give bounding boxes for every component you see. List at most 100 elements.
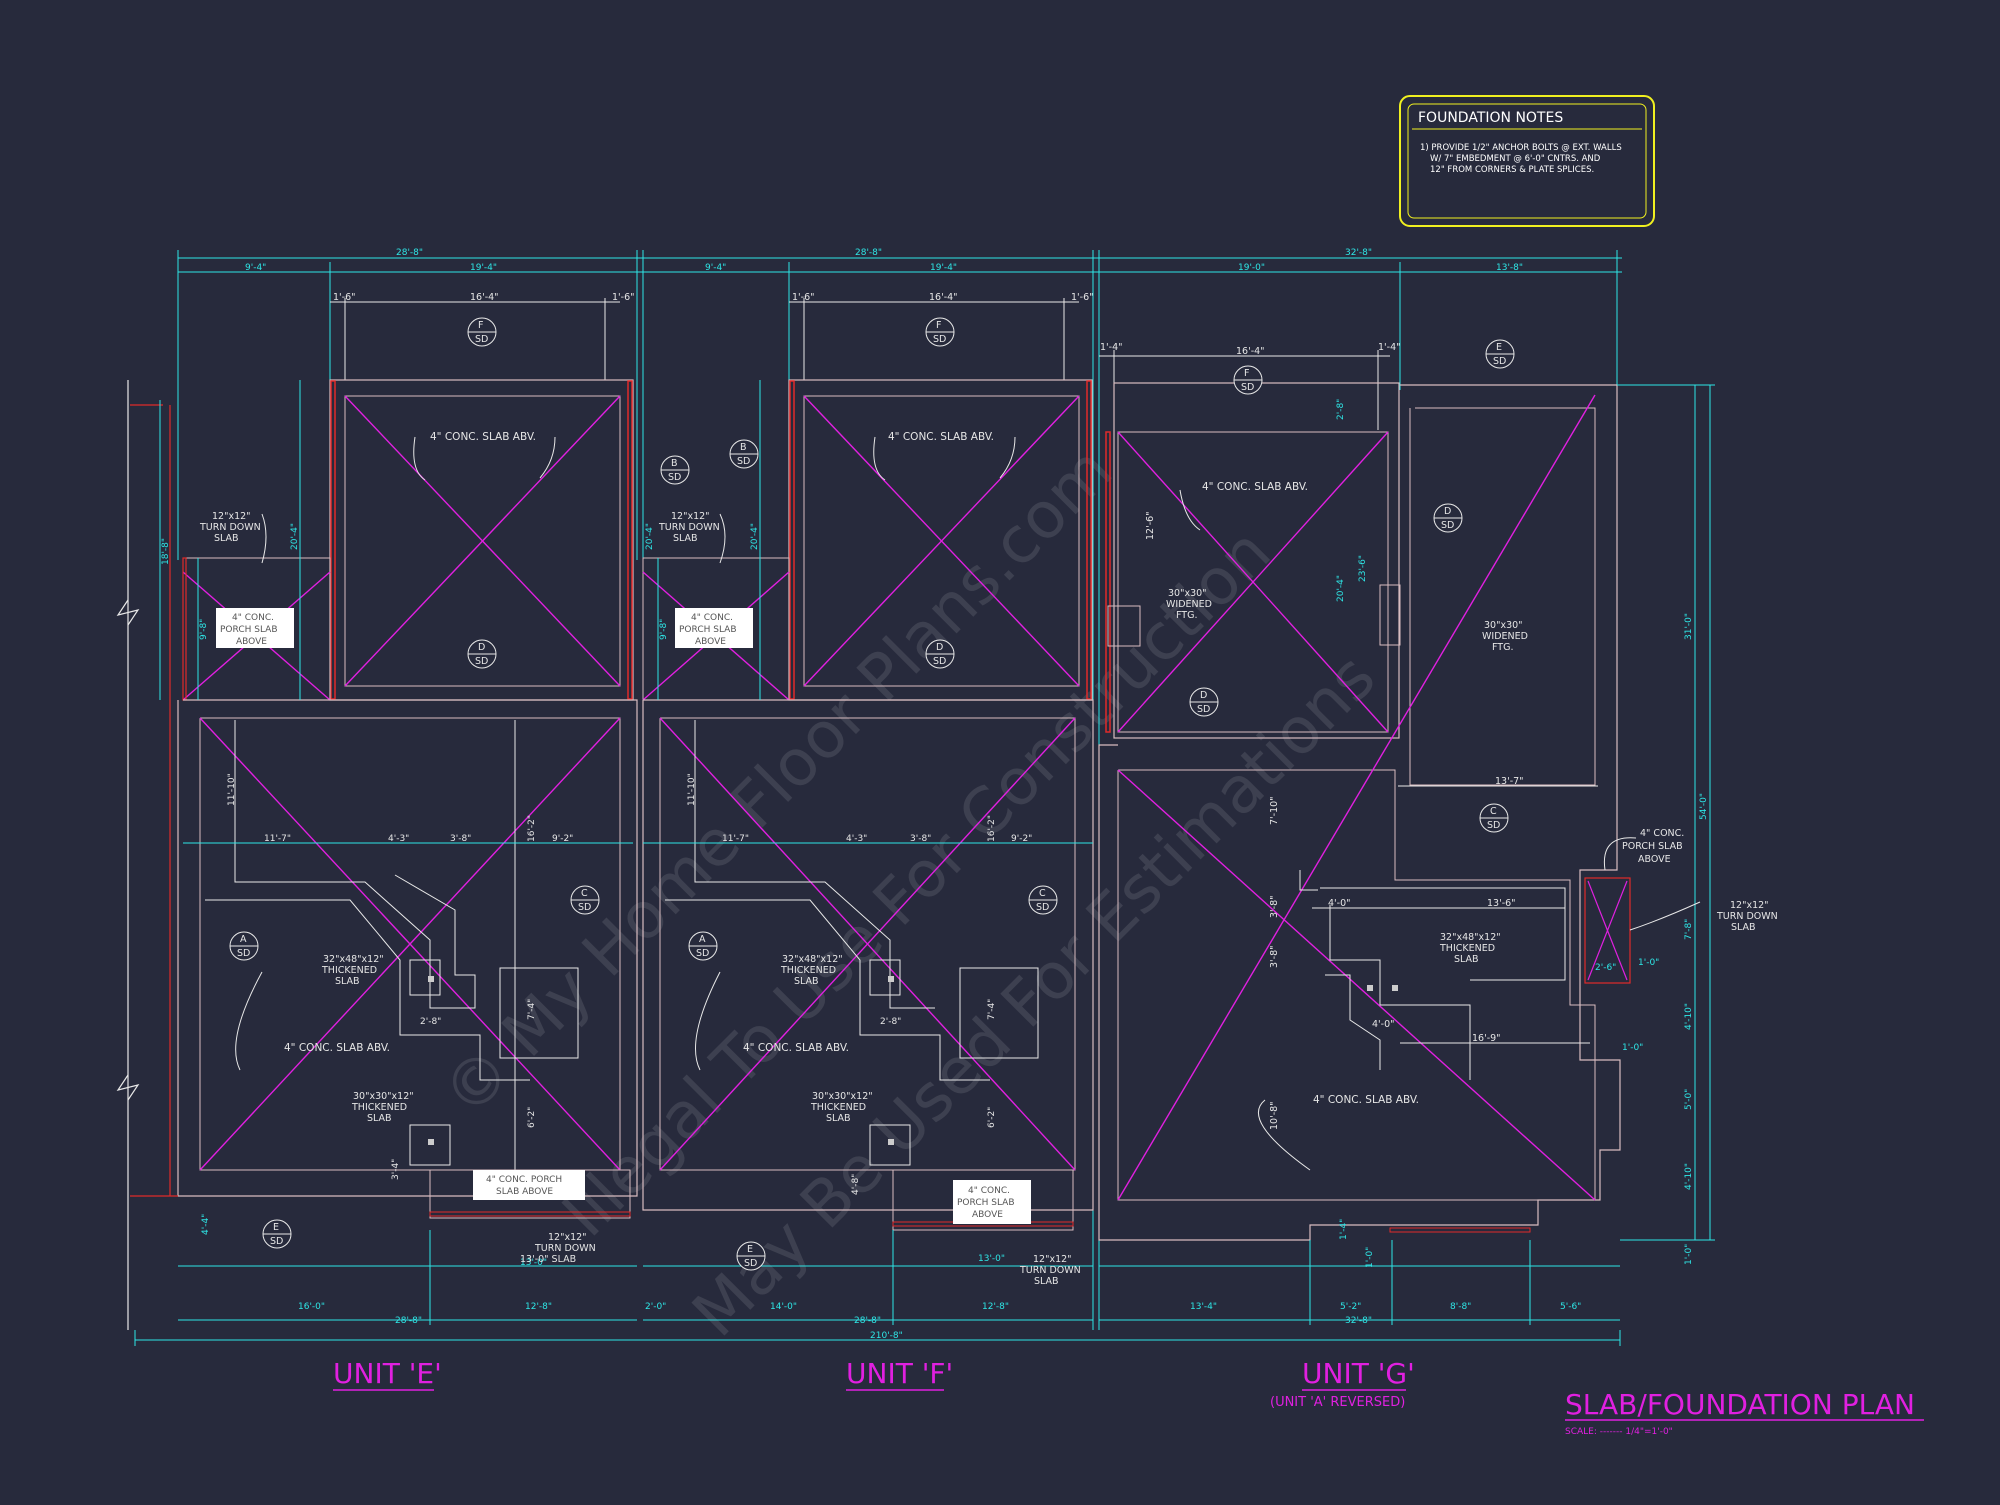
dim-small-13-0-e: 13'-0" — [520, 1258, 547, 1268]
section-tag-d-sd-2: DSD — [925, 639, 955, 669]
plan-title: SLAB/FOUNDATION PLAN — [1565, 1388, 1915, 1421]
dim-f-left-3b: 20'-4" — [645, 523, 655, 550]
svg-text:D: D — [936, 642, 943, 653]
e-garage-slab-label: 4" CONC. SLAB ABV. — [430, 431, 536, 443]
dim-top-e-total: 28'-8" — [396, 248, 423, 258]
g-garage-x-2 — [1117, 431, 1389, 733]
f-post-1 — [888, 976, 894, 982]
foundation-notes-box: FOUNDATION NOTES 1) PROVIDE 1/2" ANCHOR … — [1399, 95, 1655, 227]
dim-small-2-8-f: 2'-8" — [880, 1017, 901, 1027]
e-garage-inner — [344, 395, 621, 687]
section-tag-a-sd-2: ASD — [688, 931, 718, 961]
dim-f-left-2: 9'-8" — [659, 619, 669, 640]
e-thick-slab-2 — [409, 1124, 451, 1166]
e-thick-slab-1 — [409, 959, 441, 996]
section-tag-c-sd-3: C SD — [1479, 803, 1509, 833]
dim-mid-f-1: 11'-7" — [722, 834, 749, 844]
g-interior-4 — [1325, 974, 1381, 1070]
g-house-outline — [1098, 384, 1621, 1241]
dim-small-2-8-e: 2'-8" — [420, 1017, 441, 1027]
leader-6 — [719, 513, 726, 564]
e-bot-turndown-1: 12"x12" — [548, 1232, 587, 1243]
section-tag-d-sd-4: DSD — [1189, 687, 1219, 717]
svg-text:E: E — [1496, 342, 1502, 353]
svg-text:C: C — [1490, 806, 1497, 817]
dim-f-left-7: 6'-2" — [987, 1107, 997, 1128]
g-widened-ftg-left — [1107, 605, 1141, 647]
g-thick32-line-3: SLAB — [1454, 954, 1479, 965]
dim-bot-e-1: 16'-0" — [298, 1302, 325, 1312]
svg-text:D: D — [1200, 690, 1207, 701]
f-interior-footing-2 — [665, 899, 990, 1081]
f-turndown-line-1: 12"x12" — [671, 511, 710, 522]
f-garage-footing-left — [789, 380, 795, 700]
dim-f-sub-b: 16'-4" — [929, 292, 958, 303]
f-interior-footing-1 — [694, 720, 935, 1009]
dim-small-4-8-f: 4'-8" — [851, 1174, 861, 1195]
g-post-1 — [1367, 985, 1373, 991]
g-widened-ftg-right — [1379, 584, 1401, 646]
dim-bot-g-2: 5'-2" — [1340, 1302, 1361, 1312]
dim-top-e-b: 19'-4" — [470, 263, 497, 273]
f-thick-slab-2 — [869, 1124, 911, 1166]
dim-left-7: 6'-2" — [527, 1107, 537, 1128]
leader-9 — [1179, 489, 1201, 531]
leader-3 — [873, 436, 886, 481]
g-porch-label-1: 4" CONC. — [1640, 828, 1684, 839]
notes-line-3: 12" FROM CORNERS & PLATE SPLICES. — [1430, 165, 1594, 175]
leader-12 — [1603, 837, 1637, 871]
e-garage-x-2 — [344, 395, 621, 687]
f-thick32-line-1: 32"x48"x12" — [782, 954, 843, 965]
f-front-porch-label-1: 4" CONC. — [968, 1186, 1010, 1196]
dim-small-3-4-e: 3'-4" — [391, 1159, 401, 1180]
section-tag-e-sd-3: ESD — [1485, 339, 1515, 369]
leader-10 — [1257, 1099, 1311, 1171]
e-front-porch-footing — [429, 1211, 631, 1217]
e-post-2 — [428, 1139, 434, 1145]
dim-small-13-0-f: 13'-0" — [978, 1254, 1005, 1264]
g-house-slab-label: 4" CONC. SLAB ABV. — [1313, 1094, 1419, 1106]
svg-text:SD: SD — [744, 1258, 757, 1269]
dim-g-v2: 3'-8" — [1269, 896, 1280, 919]
dim-right-c: 4'-10" — [1684, 1003, 1694, 1030]
g-house-x-1 — [1117, 769, 1596, 1201]
f-garage-x-2 — [803, 395, 1080, 687]
dim-g-sub-a: 1'-4" — [1100, 342, 1123, 353]
dim-bot-g-3: 8'-8" — [1450, 1302, 1471, 1312]
leader-4 — [999, 436, 1016, 479]
g-house-x-2 — [1117, 394, 1596, 1201]
break-mark-lower — [116, 1074, 140, 1101]
svg-text:SD: SD — [696, 948, 709, 959]
svg-text:F: F — [1244, 368, 1249, 379]
f-house-x-2 — [659, 717, 1076, 1171]
dim-mid-f-2: 4'-3" — [846, 834, 867, 844]
dim-right-small-b: 1'-0" — [1638, 958, 1659, 968]
annotations: 4" CONC. SLAB ABV. 4" CONC. SLAB ABV. 4"… — [199, 431, 1778, 1287]
svg-text:SD: SD — [1441, 520, 1454, 531]
break-mark-upper — [116, 599, 140, 626]
e-porch-footing — [182, 557, 187, 701]
dim-g-inner-1: 13'-7" — [1495, 776, 1524, 787]
dim-top-e-a: 9'-4" — [245, 263, 266, 273]
dim-bot-f-3: 12'-8" — [982, 1302, 1009, 1312]
dim-g-inner-4: 16'-9" — [1472, 1033, 1501, 1044]
section-tag-d-sd: DSD — [467, 639, 497, 669]
e-house-outline — [177, 699, 638, 1197]
dim-top-f-total: 28'-8" — [855, 248, 882, 258]
g-garage-footing-left — [1105, 431, 1111, 733]
e-front-porch-label-box — [473, 1170, 585, 1200]
dim-left-2: 9'-8" — [199, 619, 209, 640]
dim-left-5: 16'-2" — [527, 815, 537, 842]
dim-overall: 210'-8" — [870, 1331, 903, 1341]
dim-mid-e-4: 9'-2" — [552, 834, 573, 844]
dim-right-total: 54'-0" — [1699, 793, 1709, 820]
unit-f-title: UNIT 'F' — [846, 1357, 953, 1390]
svg-text:SD: SD — [1487, 820, 1500, 831]
e-house-slab-label: 4" CONC. SLAB ABV. — [284, 1042, 390, 1054]
e-porch-label-1: 4" CONC. — [232, 613, 274, 623]
dim-bot-e-2: 12'-8" — [525, 1302, 552, 1312]
svg-text:C: C — [1039, 888, 1046, 899]
leader-7 — [235, 971, 263, 1071]
dim-bot-g-total: 32'-8" — [1345, 1316, 1372, 1326]
leader-8 — [695, 971, 721, 1071]
